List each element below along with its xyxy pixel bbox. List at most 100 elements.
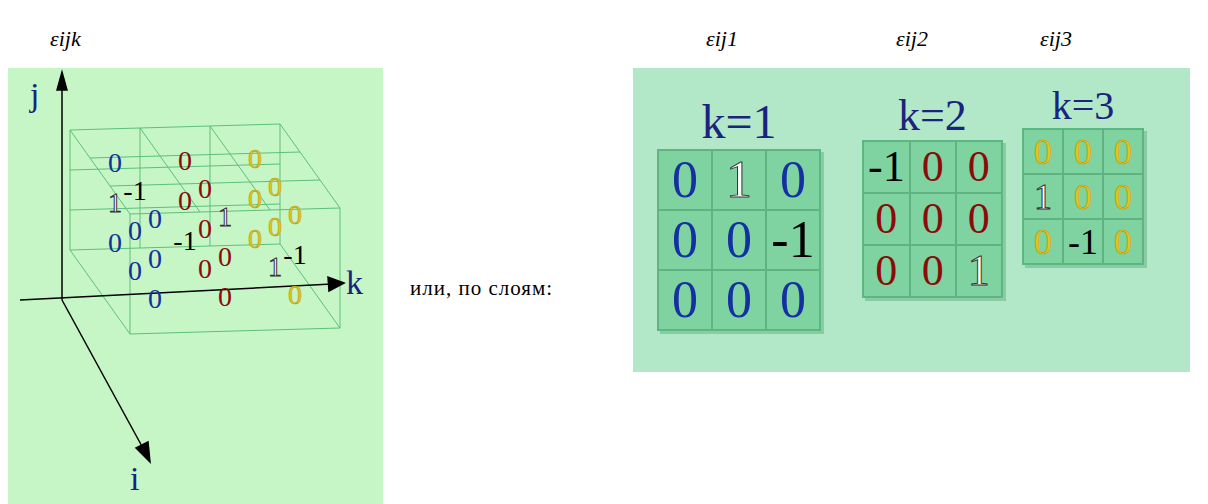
tensor-entry: 0 <box>288 201 302 229</box>
i-axis <box>62 300 144 450</box>
tensor-entry: 0 <box>148 285 162 313</box>
grid-line <box>70 250 130 334</box>
tensor-entry: 0 <box>726 274 752 326</box>
tensor-entry: 0 <box>288 281 302 309</box>
tensor-symbol: εijk <box>50 28 81 50</box>
layer-slab: k=101000-1000 <box>657 96 821 331</box>
tensor-entry: 0 <box>672 154 698 206</box>
tensor-cell: -1 <box>1063 219 1103 264</box>
tensor-entry: 0 <box>108 229 122 257</box>
tensor-entry: 0 <box>875 197 897 241</box>
layer-grid: 0001000-10 <box>1022 128 1144 265</box>
axis-label: k <box>346 266 363 300</box>
tensor-cell: 0 <box>1023 219 1063 264</box>
arrowhead <box>328 277 344 291</box>
tensor-entry: 0 <box>218 243 232 271</box>
tensor-entry: 0 <box>148 245 162 273</box>
tensor-cell: 0 <box>712 270 766 330</box>
tensor-cell: -1 <box>766 210 820 270</box>
tensor-entry: 0 <box>780 154 806 206</box>
tensor-entry: 0 <box>198 255 212 283</box>
layer-heading: k=1 <box>657 96 821 149</box>
tensor-entry: 0 <box>268 173 282 201</box>
tensor-entry: 0 <box>922 145 944 189</box>
tensor-entry: 1 <box>218 203 232 231</box>
tensor-entry: -1 <box>173 227 196 255</box>
layer-heading: k=3 <box>1022 84 1144 128</box>
tensor-entry: 0 <box>1074 179 1092 215</box>
tensor-cell: 0 <box>766 270 820 330</box>
tensor-cell: 0 <box>1103 219 1143 264</box>
tensor-cell: 0 <box>1103 174 1143 219</box>
tensor-cell: 0 <box>1103 129 1143 174</box>
tensor-cell: 0 <box>1063 174 1103 219</box>
tensor-entry: 0 <box>248 185 262 213</box>
axis-label: j <box>30 78 39 112</box>
tensor-cell: 0 <box>658 210 712 270</box>
tensor-cell: 0 <box>712 210 766 270</box>
tensor-entry: 0 <box>922 197 944 241</box>
tensor-cell: 0 <box>1023 129 1063 174</box>
arrowhead <box>57 72 67 90</box>
tensor-entry: 0 <box>178 187 192 215</box>
tensor-entry: 0 <box>268 213 282 241</box>
tensor-cell: 0 <box>766 150 820 210</box>
tensor-symbol: εij1 <box>706 28 738 50</box>
tensor-cell: 1 <box>1023 174 1063 219</box>
tensor-entry: 0 <box>198 175 212 203</box>
tensor-entry: 1 <box>1034 179 1052 215</box>
tensor-entry: -1 <box>123 177 146 205</box>
tensor-entry: 1 <box>726 154 752 206</box>
tensor-entry: 0 <box>1114 224 1132 260</box>
tensor-cell: 0 <box>863 245 910 297</box>
layer-grid: -100000001 <box>862 140 1003 298</box>
j-axis <box>61 84 63 300</box>
left-panel <box>8 68 383 504</box>
tensor-cell: 1 <box>712 150 766 210</box>
tensor-cell: 0 <box>956 141 1002 193</box>
tensor-cell: 0 <box>956 193 1002 245</box>
tensor-cell: -1 <box>863 141 910 193</box>
tensor-entry: 0 <box>1034 134 1052 170</box>
right-panel <box>633 68 1190 372</box>
tensor-entry: 0 <box>1114 179 1132 215</box>
tensor-entry: 0 <box>248 145 262 173</box>
tensor-entry: 0 <box>1034 224 1052 260</box>
grid-line <box>340 208 341 328</box>
tensor-entry: -1 <box>868 145 905 189</box>
tensor-entry: 0 <box>968 197 990 241</box>
tensor-cell: 0 <box>1063 129 1103 174</box>
axis-label: i <box>130 462 139 496</box>
layer-heading: k=2 <box>862 92 1003 140</box>
grid-line <box>280 124 340 208</box>
caption-text: или, по слоям: <box>410 278 553 299</box>
tensor-cell: 1 <box>956 245 1002 297</box>
tensor-symbol: εij3 <box>1040 28 1072 50</box>
tensor-entry: 0 <box>1074 134 1092 170</box>
tensor-cell: 0 <box>910 245 956 297</box>
layer-grid: 01000-1000 <box>657 149 821 331</box>
tensor-entry: -1 <box>283 241 306 269</box>
tensor-cell: 0 <box>910 193 956 245</box>
tensor-entry: 0 <box>148 205 162 233</box>
grid-line <box>70 130 71 250</box>
tensor-entry: 1 <box>968 249 990 293</box>
tensor-entry: 0 <box>780 274 806 326</box>
tensor-entry: 0 <box>672 274 698 326</box>
k-axis <box>20 284 332 300</box>
tensor-entry: 0 <box>128 257 142 285</box>
grid-line <box>130 328 340 334</box>
tensor-entry: 0 <box>726 214 752 266</box>
tensor-cell: 0 <box>863 193 910 245</box>
wireframe-box <box>70 124 340 334</box>
grid-line <box>70 124 280 130</box>
tensor-cell: 0 <box>658 270 712 330</box>
tensor-entry: 1 <box>268 253 282 281</box>
tensor-entry: 0 <box>108 149 122 177</box>
tensor-entry: 0 <box>248 225 262 253</box>
tensor-entry: -1 <box>771 214 814 266</box>
axes <box>20 72 344 462</box>
tensor-entry: 0 <box>875 249 897 293</box>
tensor-symbol: εij2 <box>896 28 928 50</box>
arrowhead <box>136 442 150 462</box>
